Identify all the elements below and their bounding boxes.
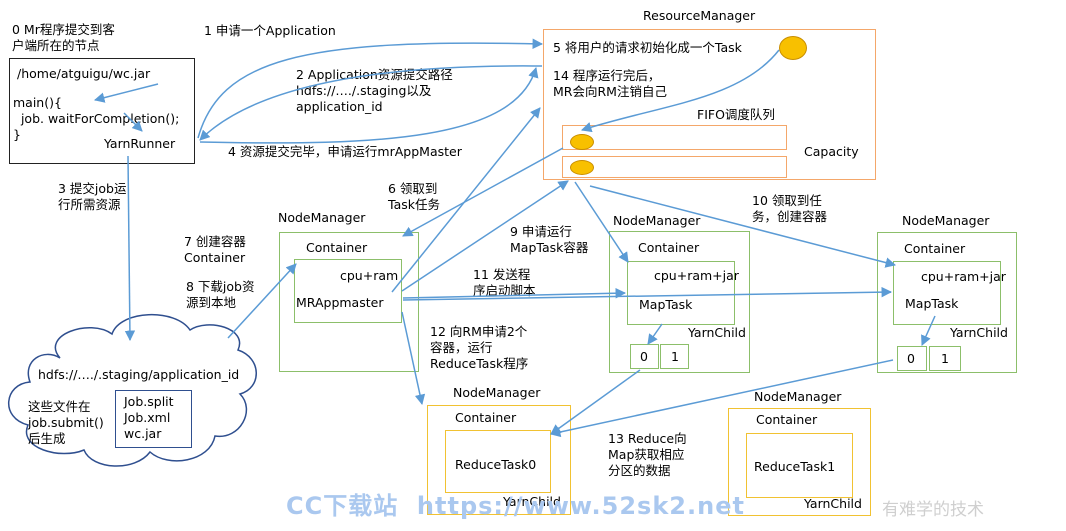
fifo-queue-title: FIFO调度队列 — [697, 107, 775, 122]
queue-task-dot-1 — [570, 134, 594, 150]
arrow-main-to-runner — [123, 112, 143, 132]
nm-map1-title: NodeManager — [613, 213, 701, 228]
job-files-box — [115, 390, 192, 448]
arrow-jar-to-main — [93, 83, 159, 103]
arrow-step-14 — [391, 107, 541, 293]
arrow-step-13-map1 — [550, 369, 641, 435]
map2-task-label: MapTask — [905, 296, 959, 311]
arrow-step-10-map1 — [574, 181, 629, 263]
step-10-label: 10 领取到任 务，创建容器 — [752, 193, 828, 224]
watermark-site: CC下载站 https://www.52sk2.net — [286, 492, 745, 520]
step-8-label: 8 下载job资 源到本地 — [186, 279, 255, 310]
map1-container — [627, 261, 735, 325]
step-3-label: 3 提交job运 行所需资源 — [58, 181, 127, 212]
nm-red0-title: NodeManager — [453, 385, 541, 400]
arrow-step-11-map2 — [402, 286, 893, 301]
client-code: main(){ job. waitForCompletion(); } — [13, 95, 180, 142]
resource-manager — [543, 29, 876, 180]
step-2-label: 2 Application资源提交路径 hdfs://…./.staging以及… — [296, 67, 453, 114]
nm-master-node — [279, 232, 419, 372]
nm-master-container-label: Container — [306, 240, 368, 255]
reduce1-yarnchild: YarnChild — [804, 496, 862, 511]
reduce1-task-label: ReduceTask1 — [754, 459, 836, 474]
map1-partition-0 — [630, 344, 659, 369]
queue-slot-1 — [562, 125, 787, 150]
reduce0-container — [445, 430, 551, 493]
map2-partition-1 — [929, 346, 961, 371]
nm-map2-title: NodeManager — [902, 213, 990, 228]
map1-task-label: MapTask — [639, 297, 693, 312]
arrow-step-7 — [227, 263, 297, 339]
step-9-label: 9 申请运行 MapTask容器 — [510, 224, 589, 255]
queue-task-dot-2 — [570, 160, 594, 175]
arrow-step-11-map1 — [402, 287, 627, 299]
reduce0-yarnchild: YarnChild — [503, 494, 561, 509]
queue-slot-2 — [562, 156, 787, 178]
arrow-step-13-map2 — [549, 359, 894, 438]
arrow-step-3 — [124, 155, 136, 342]
step-11-label: 11 发送程 序启动脚本 — [473, 267, 536, 298]
appmaster-resources: cpu+ram — [340, 268, 399, 283]
map2-container — [893, 261, 1001, 325]
arrow-task-to-queue — [581, 49, 780, 133]
nm-map2-node — [877, 232, 1017, 373]
reduce1-container — [746, 433, 853, 498]
nm-red0-container-label: Container — [455, 410, 517, 425]
nm-red1-container-label: Container — [756, 412, 818, 427]
step-6-label: 6 领取到 Task任务 — [388, 181, 440, 212]
hdfs-path: hdfs://…./.staging/application_id — [38, 367, 240, 382]
client-node — [9, 58, 195, 164]
nm-map2-container-label: Container — [904, 241, 966, 256]
nm-master-title: NodeManager — [278, 210, 366, 225]
yarn-runner-label: YarnRunner — [104, 136, 176, 151]
arrow-step-12 — [401, 311, 426, 406]
nm-map1-container-label: Container — [638, 240, 700, 255]
arrow-step-4 — [199, 66, 539, 144]
arrow-step-6 — [402, 147, 564, 237]
map2-partition-1-label: 1 — [941, 351, 949, 366]
nm-map1-node — [609, 231, 750, 373]
rm-step-5: 5 将用户的请求初始化成一个Task — [553, 40, 742, 55]
client-caption: 0 Mr程序提交到客 户端所在的节点 — [12, 22, 115, 53]
arrow-step-2 — [199, 65, 543, 141]
arrow-map2-to-partitions — [921, 315, 936, 346]
rm-title: ResourceManager — [643, 8, 756, 23]
map2-resources: cpu+ram+jar — [921, 269, 1006, 284]
map1-resources: cpu+ram+jar — [654, 268, 739, 283]
task-dot — [779, 36, 807, 60]
map1-partition-1-label: 1 — [671, 349, 679, 364]
step-12-label: 12 向RM申请2个 容器，运行 ReduceTask程序 — [430, 324, 529, 371]
arrow-map1-to-partitions — [647, 323, 663, 345]
hdfs-note: 这些文件在 job.submit() 后生成 — [28, 399, 104, 446]
nm-red0-node — [427, 405, 571, 515]
step-13-label: 13 Reduce向 Map获取相应 分区的数据 — [608, 431, 687, 478]
appmaster-container — [294, 259, 402, 323]
capacity-label: Capacity — [804, 144, 859, 159]
map1-yarnchild: YarnChild — [688, 325, 746, 340]
map2-partition-0 — [897, 346, 927, 371]
step-7-label: 7 创建容器 Container — [184, 234, 246, 265]
arrow-step-1 — [197, 38, 544, 139]
map1-partition-1 — [660, 344, 689, 369]
watermark-slogan: 有难学的技术 — [882, 500, 984, 520]
map2-yarnchild: YarnChild — [950, 325, 1008, 340]
rm-step-14: 14 程序运行完后， MR会向RM注销自己 — [553, 68, 667, 99]
arrow-step-9 — [401, 180, 569, 292]
nm-red1-node — [728, 408, 871, 516]
map1-partition-0-label: 0 — [640, 349, 648, 364]
map2-partition-0-label: 0 — [907, 351, 915, 366]
step-4-label: 4 资源提交完毕，申请运行mrAppMaster — [228, 144, 462, 159]
mrappmaster-label: MRAppmaster — [296, 295, 384, 310]
reduce0-task-label: ReduceTask0 — [455, 457, 537, 472]
arrow-step-10-map2 — [589, 185, 897, 268]
step-1-label: 1 申请一个Application — [204, 23, 336, 38]
jar-path: /home/atguigu/wc.jar — [17, 66, 151, 81]
job-files: Job.split Job.xml wc.jar — [124, 394, 174, 441]
nm-red1-title: NodeManager — [754, 389, 842, 404]
